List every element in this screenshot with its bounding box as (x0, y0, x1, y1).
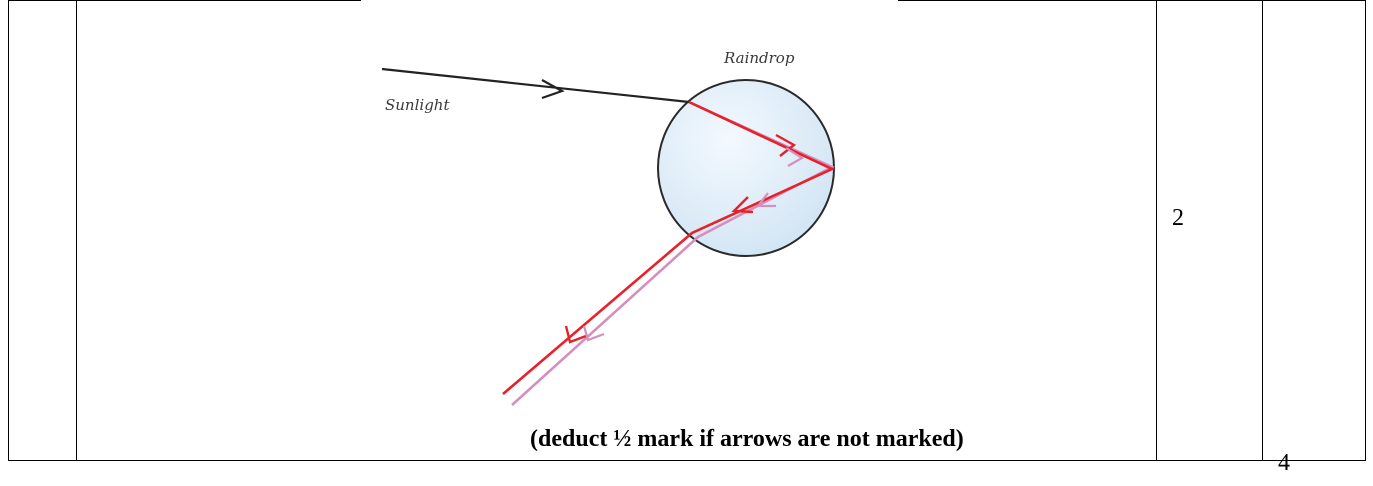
marks-part-cell: 2 (1172, 205, 1184, 231)
sunlight-label: Sunlight (385, 96, 450, 114)
violet-arrow-icon-2 (755, 192, 776, 208)
column-divider-1 (76, 0, 77, 461)
sunlight-arrow-icon (541, 79, 565, 100)
marks-total-cell: 4 (1278, 450, 1290, 476)
raindrop-circle (657, 79, 835, 257)
column-divider-3 (1262, 0, 1263, 461)
red-arrow-icon-3 (564, 325, 587, 344)
sunlight-ray (381, 67, 690, 104)
answer-table (8, 0, 1366, 461)
table-top-border-right (898, 0, 1366, 1)
violet-arrow-icon-1 (785, 147, 805, 167)
table-top-border-left (8, 0, 361, 1)
raindrop-label: Raindrop (723, 49, 795, 67)
marking-note: (deduct ½ mark if arrows are not marked) (530, 426, 964, 452)
red-arrow-icon-1 (775, 133, 797, 157)
red-arrow-icon-2 (731, 196, 754, 214)
violet-arrow-icon-3 (582, 325, 605, 342)
column-divider-2 (1156, 0, 1157, 461)
